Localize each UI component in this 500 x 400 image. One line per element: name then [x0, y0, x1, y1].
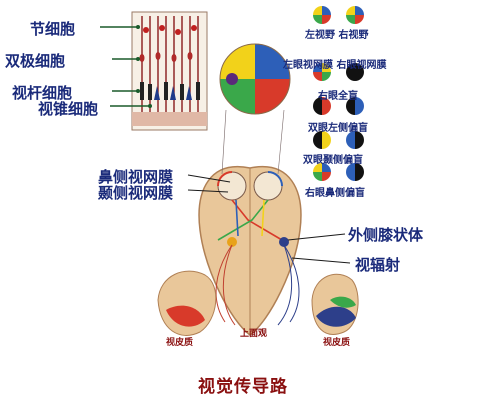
visual-field-discs: [219, 43, 291, 115]
page-title: 视觉传导路: [198, 377, 288, 397]
label-rod-cell: 视杆细胞: [12, 84, 73, 102]
legend-retinas: 左眼视网膜 右眼视网膜: [283, 60, 387, 71]
label-top-view: 上面观: [240, 329, 268, 339]
label-ganglion-cell: 节细胞: [30, 20, 76, 38]
retina-cell-panel: [100, 11, 208, 131]
label-temporal-retina: 颞侧视网膜: [98, 184, 174, 202]
label-nasal-retina: 鼻侧视网膜: [98, 168, 174, 186]
legend-right-eye-blind: 右眼全盲: [318, 91, 358, 102]
label-lateral-geniculate-body: 外侧膝状体: [348, 226, 424, 244]
legend-visual-fields: 左视野 右视野: [305, 30, 369, 41]
label-visual-cortex-right: 视皮质: [323, 338, 351, 348]
legend-hemianopia-temporal: 双眼颞侧偏盲: [303, 155, 363, 166]
legend-hemianopia-left: 双眼左侧偏盲: [308, 123, 368, 134]
label-bipolar-cell: 双极细胞: [5, 52, 66, 70]
defect-legend-discs: [313, 6, 364, 181]
label-visual-cortex-left: 视皮质: [166, 338, 194, 348]
brain-top-view: [187, 109, 351, 336]
label-cone-cell: 视锥细胞: [38, 100, 99, 118]
legend-hemianopia-nasal-right: 右眼鼻侧偏盲: [305, 188, 365, 199]
visual-cortex-lobes: [157, 270, 359, 336]
label-optic-radiation: 视辐射: [355, 256, 401, 274]
